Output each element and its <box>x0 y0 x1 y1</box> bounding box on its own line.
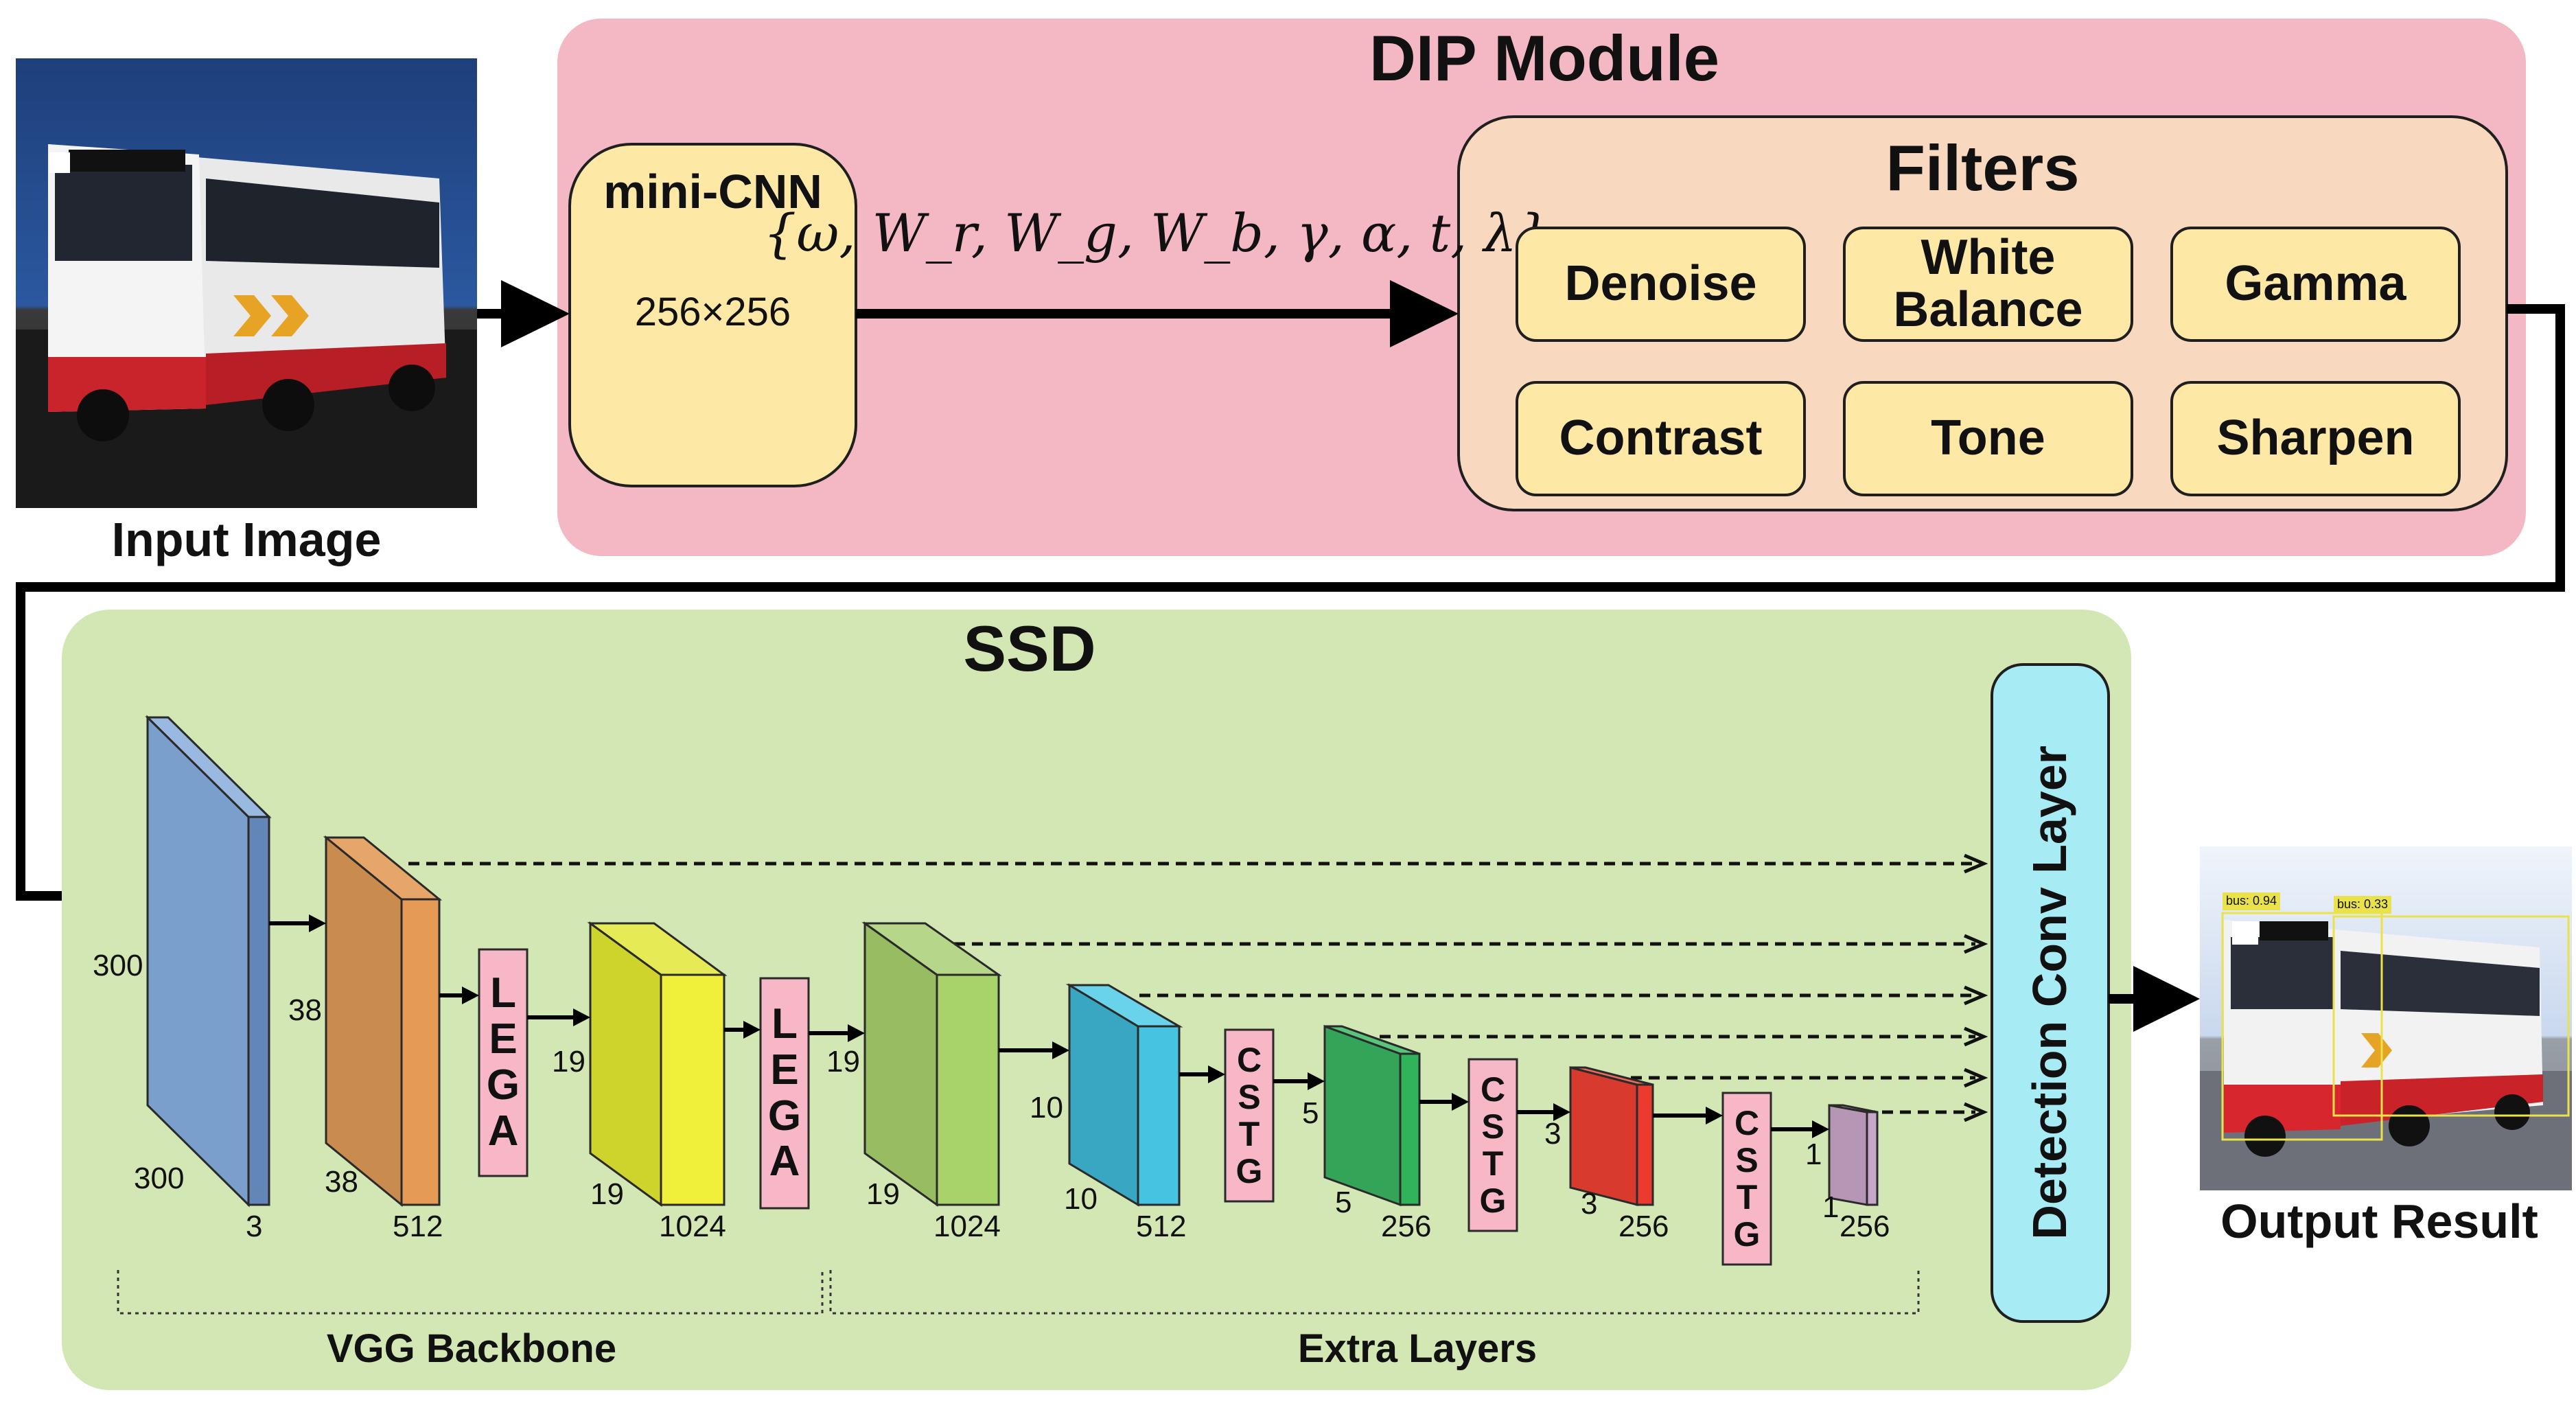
block-letter: T <box>1238 1115 1260 1153</box>
block-letter: E <box>770 1046 799 1094</box>
block-letter: S <box>1481 1107 1505 1146</box>
block-letter: G <box>1733 1215 1761 1254</box>
lega-block-1 <box>478 948 529 1177</box>
block-letter: G <box>1235 1152 1263 1190</box>
filter-denoise[interactable]: Denoise <box>1516 227 1806 342</box>
layer-5-block <box>1323 1024 1421 1207</box>
cstg-block-3 <box>1721 1092 1772 1266</box>
block-letter: A <box>769 1138 800 1186</box>
dim-38-width: 38 <box>325 1165 358 1199</box>
filter-gamma[interactable]: Gamma <box>2170 227 2461 342</box>
dim-3-height: 3 <box>1544 1117 1562 1151</box>
dim-38-height: 38 <box>288 993 322 1027</box>
block-letter: S <box>1735 1141 1759 1179</box>
cstg-block-1 <box>1224 1028 1275 1203</box>
section-brackets <box>117 1270 1920 1315</box>
input-to-cnn-arrowhead <box>501 280 570 347</box>
cstg-block-2 <box>1467 1058 1518 1232</box>
dim-3-width: 3 <box>1581 1187 1598 1221</box>
block-letter: S <box>1238 1078 1261 1116</box>
lega-block-2 <box>759 977 810 1210</box>
dim-1-channels: 256 <box>1840 1210 1890 1243</box>
dim-10-height: 10 <box>1030 1091 1063 1124</box>
dim-300-height: 300 <box>93 949 143 982</box>
block-letter: L <box>490 969 516 1017</box>
detection-feature-links <box>408 862 1975 1114</box>
block-letter: E <box>489 1015 518 1063</box>
block-letter: G <box>767 1092 802 1140</box>
detection-to-output-arrowhead <box>2133 966 2200 1032</box>
layer-19a-block <box>587 921 728 1207</box>
block-letter: C <box>1236 1041 1262 1079</box>
dim-5-channels: 256 <box>1381 1210 1432 1243</box>
cnn-to-filters-arrowhead <box>1390 280 1459 347</box>
dim-19b-height: 19 <box>826 1045 860 1078</box>
layer-19b-block <box>861 921 1002 1207</box>
output-result-caption: Output Result <box>2220 1195 2538 1249</box>
filter-sharpen[interactable]: Sharpen <box>2170 381 2461 496</box>
dim-1-height: 1 <box>1805 1138 1822 1171</box>
block-letter: G <box>486 1061 520 1109</box>
layer-10-block <box>1065 983 1183 1207</box>
dip-module-title: DIP Module <box>1369 22 1720 95</box>
dim-19a-channels: 1024 <box>659 1210 726 1243</box>
dim-19b-channels: 1024 <box>933 1210 1001 1243</box>
block-letter: C <box>1480 1070 1506 1109</box>
dim-19a-width: 19 <box>590 1177 624 1211</box>
output-detection-label-1: bus: 0.94 <box>2225 894 2277 908</box>
input-image <box>16 58 477 508</box>
dim-38-channels: 512 <box>393 1210 443 1243</box>
detection-conv-layer-label: Detection Conv Layer <box>2023 745 2077 1240</box>
layer-3-block <box>1569 1066 1654 1206</box>
output-image <box>2200 846 2572 1190</box>
output-detection-label-2: bus: 0.33 <box>2336 897 2389 912</box>
vgg-bracket <box>117 1270 824 1315</box>
dim-5-height: 5 <box>1302 1096 1319 1130</box>
filters-title: Filters <box>1885 132 2080 205</box>
mini-cnn-size: 256×256 <box>634 289 791 334</box>
detection-conv-layer-block <box>1991 663 2110 1323</box>
dip-to-ssd-connector <box>16 304 2565 901</box>
block-letter: L <box>771 1000 798 1048</box>
detection-feature-arrowheads <box>1964 853 1988 1122</box>
layer-flow-arrows <box>269 914 1829 1138</box>
extra-layers-label: Extra Layers <box>1297 1326 1538 1371</box>
filter-tone[interactable]: Tone <box>1843 381 2133 496</box>
dim-19a-height: 19 <box>552 1045 585 1078</box>
dim-19b-width: 19 <box>866 1177 900 1211</box>
ssd-title: SSD <box>963 612 1096 685</box>
dim-300-width: 300 <box>134 1162 185 1195</box>
dim-300-channels: 3 <box>246 1210 263 1243</box>
layer-38-block <box>323 835 443 1208</box>
dim-1-width: 1 <box>1822 1190 1840 1224</box>
dim-5-width: 5 <box>1335 1186 1352 1219</box>
block-letter: T <box>1482 1144 1504 1183</box>
dim-10-width: 10 <box>1064 1182 1098 1216</box>
block-letter: C <box>1734 1104 1760 1142</box>
layer-300-block <box>145 715 272 1208</box>
layer-1-block <box>1828 1104 1879 1206</box>
block-letter: G <box>1479 1181 1507 1220</box>
block-letter: T <box>1736 1178 1758 1216</box>
filter-white-balance[interactable]: White Balance <box>1843 227 2133 342</box>
dim-10-channels: 512 <box>1136 1210 1187 1243</box>
filter-contrast[interactable]: Contrast <box>1516 381 1806 496</box>
vgg-backbone-label: VGG Backbone <box>326 1326 617 1371</box>
dip-parameters-text: {ω, W_r, W_g, W_b, γ, α, t, λ} <box>763 202 1550 264</box>
mini-cnn-title: mini-CNN <box>603 165 822 219</box>
dim-3-channels: 256 <box>1618 1210 1669 1243</box>
input-image-caption: Input Image <box>111 513 382 567</box>
block-letter: A <box>487 1107 519 1155</box>
dip-parameters: {ω, W_r, W_g, W_b, γ, α, t, λ} <box>763 196 1550 271</box>
